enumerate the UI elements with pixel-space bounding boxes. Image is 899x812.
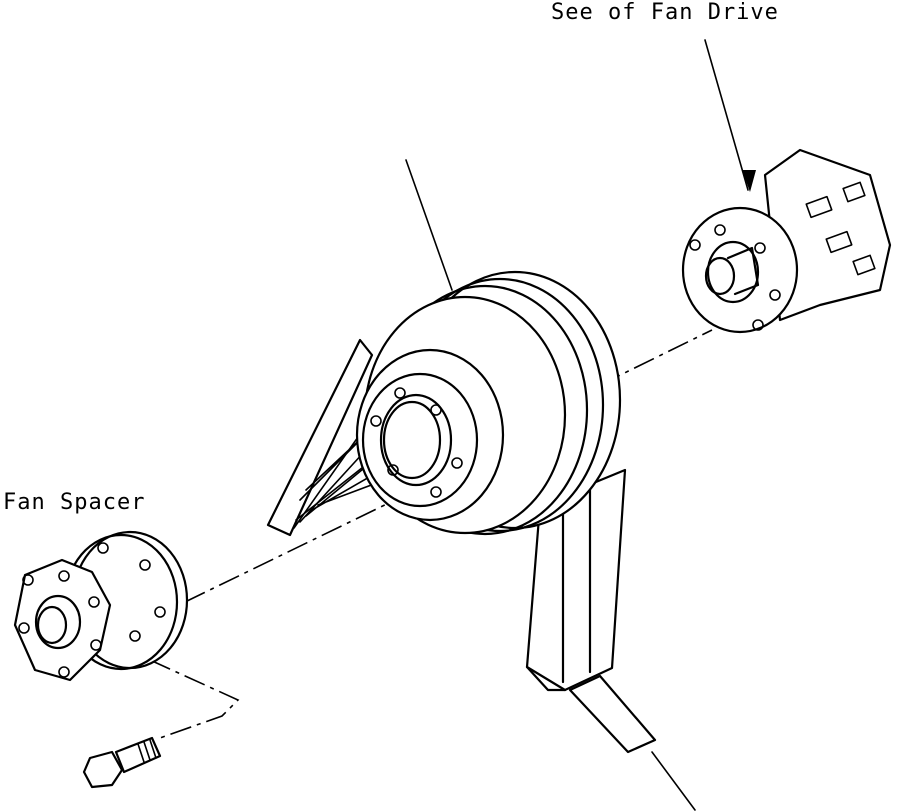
fan-drive: [681, 148, 892, 334]
fan-pulley: [355, 270, 622, 536]
fan-belt: [266, 338, 657, 754]
belt-leader-line: [651, 751, 696, 811]
fan-drive-leader-line: [704, 39, 749, 191]
fan-spacer-label: Fan Spacer: [3, 490, 146, 515]
bolt: [82, 736, 162, 789]
leader-lines: [149, 39, 756, 811]
fan-drive-label: See of Fan Drive: [551, 0, 779, 25]
pulley-leader-line: [405, 159, 453, 291]
bolt-leader-line: [149, 659, 240, 739]
fan-drive-arrowhead: [742, 170, 756, 192]
fan-spacer: [13, 530, 189, 682]
pulley-bolt-holes: [370, 387, 463, 498]
